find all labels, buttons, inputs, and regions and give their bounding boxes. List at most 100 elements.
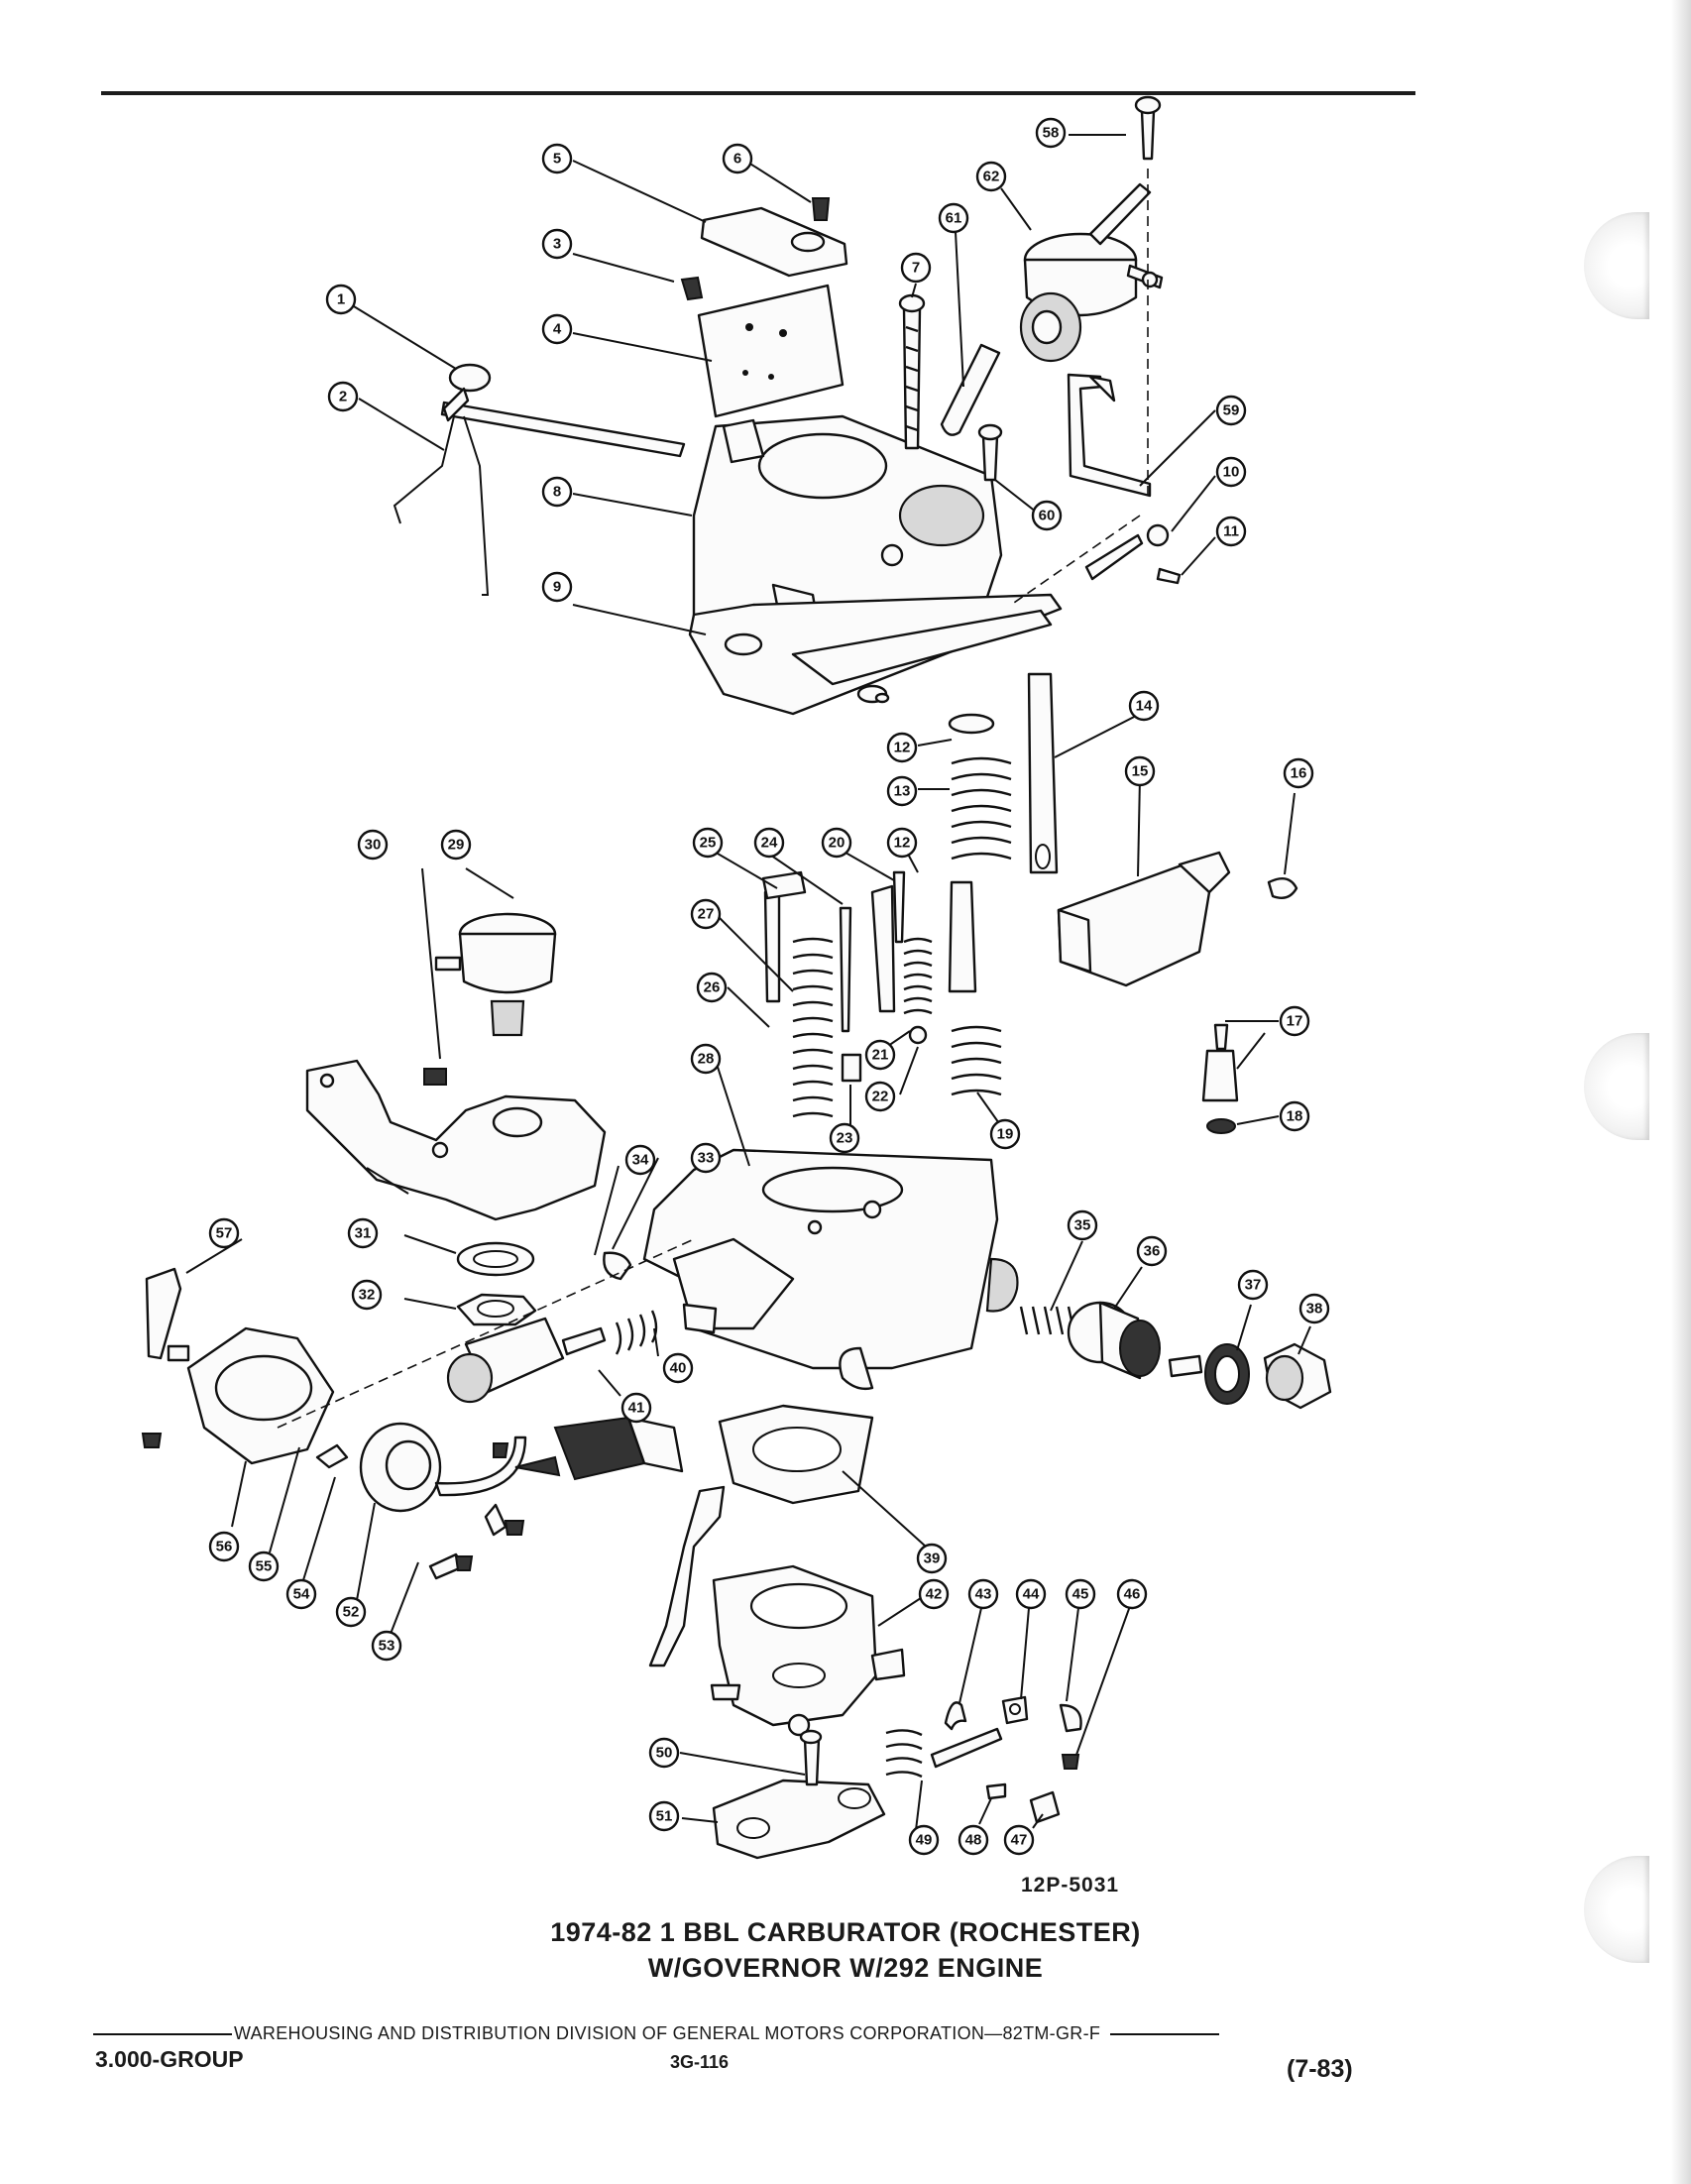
vacuum-break-link-bracket bbox=[1067, 373, 1170, 581]
svg-text:30: 30 bbox=[365, 837, 382, 854]
throttle-body-flange bbox=[712, 1729, 886, 1860]
callout-20: 20 bbox=[821, 827, 852, 859]
callout-25: 25 bbox=[692, 827, 724, 859]
callout-19: 19 bbox=[989, 1118, 1021, 1150]
svg-text:40: 40 bbox=[670, 1360, 687, 1377]
svg-text:4: 4 bbox=[553, 321, 562, 338]
svg-text:19: 19 bbox=[997, 1126, 1014, 1143]
svg-text:27: 27 bbox=[698, 906, 715, 923]
svg-text:32: 32 bbox=[359, 1287, 376, 1304]
svg-text:21: 21 bbox=[872, 1047, 889, 1064]
svg-text:26: 26 bbox=[704, 979, 721, 996]
air-horn-gasket bbox=[688, 593, 1063, 716]
svg-text:61: 61 bbox=[946, 210, 962, 227]
fuel-bowl-float bbox=[1057, 851, 1298, 987]
callout-62: 62 bbox=[975, 161, 1007, 192]
callout-6: 6 bbox=[722, 143, 753, 174]
svg-text:8: 8 bbox=[553, 484, 561, 501]
callout-18: 18 bbox=[1279, 1100, 1310, 1132]
throttle-body-gasket bbox=[718, 1404, 874, 1505]
svg-text:17: 17 bbox=[1287, 1013, 1303, 1030]
svg-text:62: 62 bbox=[983, 169, 1000, 185]
svg-text:55: 55 bbox=[256, 1558, 273, 1575]
callout-17: 17 bbox=[1279, 1005, 1310, 1037]
leader-lines bbox=[185, 134, 1311, 1831]
svg-text:60: 60 bbox=[1039, 508, 1056, 524]
svg-text:14: 14 bbox=[1136, 698, 1153, 715]
footer-rule-left bbox=[93, 2033, 232, 2036]
figure-caption-line1: 1974-82 1 BBL CARBURATOR (ROCHESTER) bbox=[550, 1917, 1141, 1947]
callout-48: 48 bbox=[958, 1824, 989, 1856]
callout-28: 28 bbox=[690, 1043, 722, 1075]
callout-5: 5 bbox=[541, 143, 573, 174]
callout-2: 2 bbox=[327, 381, 359, 412]
svg-text:47: 47 bbox=[1011, 1832, 1028, 1849]
callout-47: 47 bbox=[1003, 1824, 1035, 1856]
svg-text:24: 24 bbox=[761, 835, 778, 852]
callout-46: 46 bbox=[1116, 1578, 1148, 1610]
governor-bracket bbox=[305, 1059, 607, 1221]
figure-caption-line2: W/GOVERNOR W/292 ENGINE bbox=[647, 1953, 1044, 1983]
callout-8: 8 bbox=[541, 476, 573, 508]
callout-13: 13 bbox=[886, 775, 918, 807]
callout-24: 24 bbox=[753, 827, 785, 859]
svg-text:29: 29 bbox=[448, 837, 465, 854]
svg-text:56: 56 bbox=[216, 1539, 233, 1555]
callout-12-upper: 12 bbox=[886, 732, 918, 763]
callout-60: 60 bbox=[1031, 500, 1063, 531]
callout-11: 11 bbox=[1215, 516, 1247, 547]
svg-text:13: 13 bbox=[894, 783, 911, 800]
callout-57: 57 bbox=[208, 1217, 240, 1249]
svg-text:39: 39 bbox=[924, 1551, 941, 1567]
svg-text:7: 7 bbox=[912, 260, 920, 277]
callout-21: 21 bbox=[864, 1039, 896, 1071]
callout-35: 35 bbox=[1067, 1209, 1098, 1241]
callout-30: 30 bbox=[357, 829, 389, 861]
svg-text:1: 1 bbox=[337, 291, 345, 308]
footer-revision-date: (7-83) bbox=[1287, 2055, 1353, 2083]
callout-44: 44 bbox=[1015, 1578, 1047, 1610]
footer-rule-right bbox=[1110, 2033, 1220, 2036]
vacuum-break-diaphragm bbox=[1019, 182, 1164, 363]
callout-22: 22 bbox=[864, 1081, 896, 1112]
svg-text:44: 44 bbox=[1023, 1586, 1040, 1603]
throttle-shaft-assembly bbox=[393, 363, 686, 596]
needle-and-seat bbox=[1201, 1023, 1239, 1134]
callout-14: 14 bbox=[1128, 690, 1160, 722]
hose-and-screws bbox=[898, 95, 1182, 585]
callout-42: 42 bbox=[918, 1578, 950, 1610]
governor-diaphragm-and-connector bbox=[315, 1416, 684, 1580]
svg-text:12: 12 bbox=[894, 835, 911, 852]
svg-text:53: 53 bbox=[379, 1638, 395, 1655]
svg-text:52: 52 bbox=[343, 1604, 360, 1621]
svg-text:11: 11 bbox=[1223, 523, 1239, 540]
throttle-body bbox=[648, 1485, 906, 1737]
svg-text:38: 38 bbox=[1306, 1301, 1323, 1318]
idle-stop-solenoid bbox=[446, 1310, 658, 1404]
callout-33: 33 bbox=[690, 1142, 722, 1174]
fuel-inlet-filter-assembly bbox=[1019, 1301, 1332, 1410]
svg-text:15: 15 bbox=[1132, 763, 1149, 780]
callout-29: 29 bbox=[440, 829, 472, 861]
callout-58: 58 bbox=[1035, 117, 1067, 149]
svg-text:12: 12 bbox=[894, 740, 911, 756]
svg-text:33: 33 bbox=[698, 1150, 715, 1167]
callout-52: 52 bbox=[335, 1596, 367, 1628]
callout-39: 39 bbox=[916, 1543, 948, 1574]
svg-text:36: 36 bbox=[1144, 1243, 1161, 1260]
callout-45: 45 bbox=[1065, 1578, 1096, 1610]
svg-text:35: 35 bbox=[1074, 1217, 1091, 1234]
svg-text:9: 9 bbox=[553, 579, 561, 596]
callout-4: 4 bbox=[541, 313, 573, 345]
callout-31: 31 bbox=[347, 1217, 379, 1249]
footer-page-number: 3G-116 bbox=[670, 2052, 730, 2072]
svg-text:58: 58 bbox=[1043, 125, 1060, 142]
callout-3: 3 bbox=[541, 228, 573, 260]
footer-group-label: 3.000-GROUP bbox=[95, 2046, 244, 2072]
svg-text:37: 37 bbox=[1245, 1277, 1262, 1294]
svg-text:54: 54 bbox=[293, 1586, 310, 1603]
callout-51: 51 bbox=[648, 1800, 680, 1832]
idle-mixture-screw-parts bbox=[885, 1695, 1082, 1824]
